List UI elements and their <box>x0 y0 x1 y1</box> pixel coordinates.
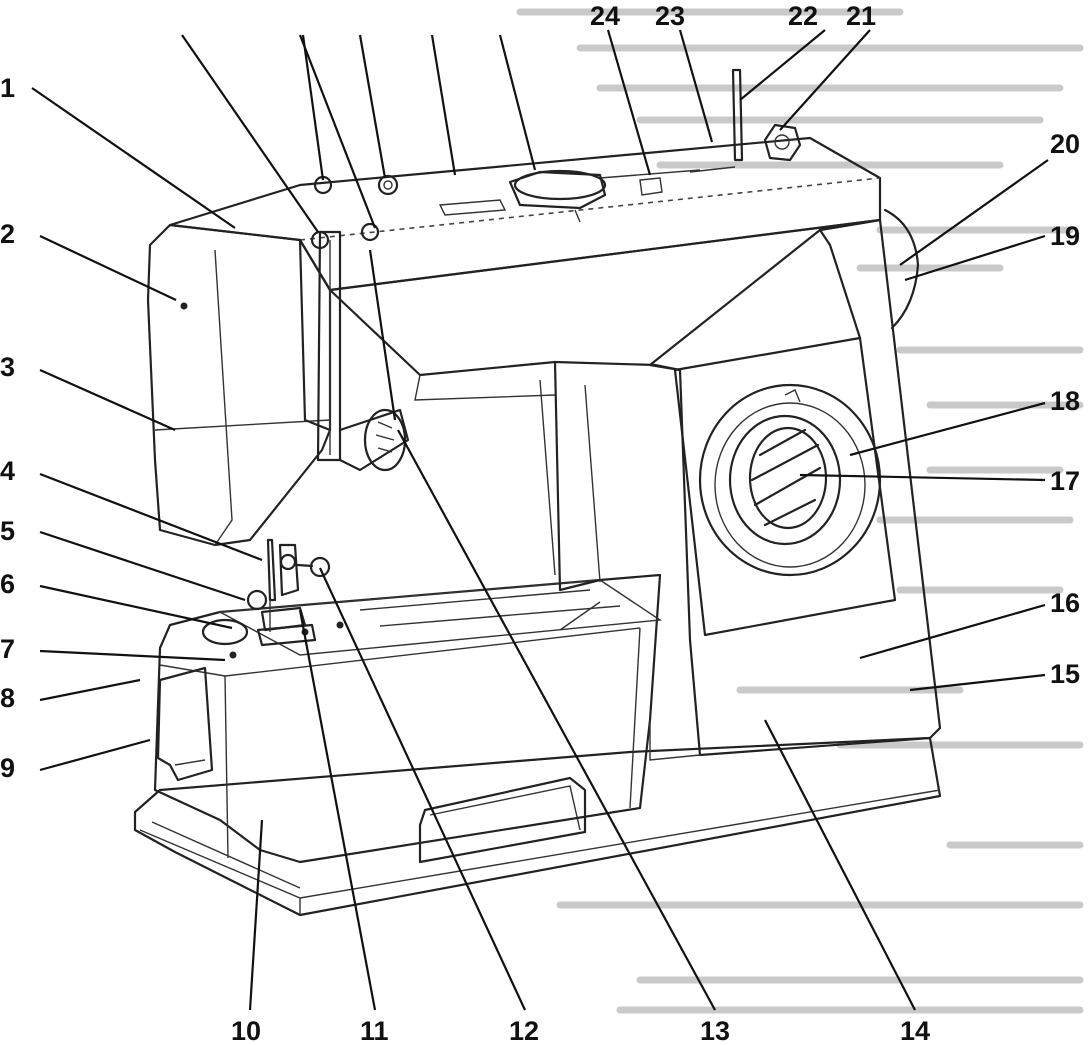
machine-pillar <box>648 218 942 757</box>
label-16: 16 <box>1050 588 1080 618</box>
tension-dial <box>363 408 407 472</box>
spool-pin <box>731 68 744 162</box>
label-15: 15 <box>1050 659 1080 689</box>
label-11: 11 <box>360 1016 389 1045</box>
label-5: 5 <box>0 516 15 546</box>
label-21: 21 <box>846 1 876 31</box>
free-arm <box>153 573 662 864</box>
label-23: 23 <box>655 1 685 31</box>
hand-wheel <box>883 208 920 330</box>
label-19: 19 <box>1050 221 1080 251</box>
label-3: 3 <box>0 352 15 382</box>
label-13: 13 <box>700 1016 730 1045</box>
label-9: 9 <box>0 753 15 783</box>
label-12: 12 <box>509 1016 539 1045</box>
stitch-panel <box>673 336 897 637</box>
label-2: 2 <box>0 219 15 249</box>
label-4: 4 <box>0 456 15 486</box>
label-14: 14 <box>900 1016 930 1045</box>
label-7: 7 <box>0 634 15 664</box>
stitch-dial-ring <box>698 383 882 577</box>
leader-lines <box>31 29 1049 1011</box>
label-22: 22 <box>788 1 818 31</box>
machine-base <box>133 736 942 917</box>
label-6: 6 <box>0 569 15 599</box>
label-20: 20 <box>1050 129 1080 159</box>
label-18: 18 <box>1050 386 1080 416</box>
label-24: 24 <box>590 1 620 31</box>
label-10: 10 <box>231 1016 261 1045</box>
label-8: 8 <box>0 683 15 713</box>
needle-bar <box>266 538 277 602</box>
label-1: 1 <box>0 73 15 103</box>
machine-head <box>146 223 332 547</box>
machine-drawing <box>133 68 942 917</box>
bleed-through-text <box>516 8 1084 1014</box>
bobbin-winder <box>763 123 802 162</box>
label-17: 17 <box>1050 466 1080 496</box>
